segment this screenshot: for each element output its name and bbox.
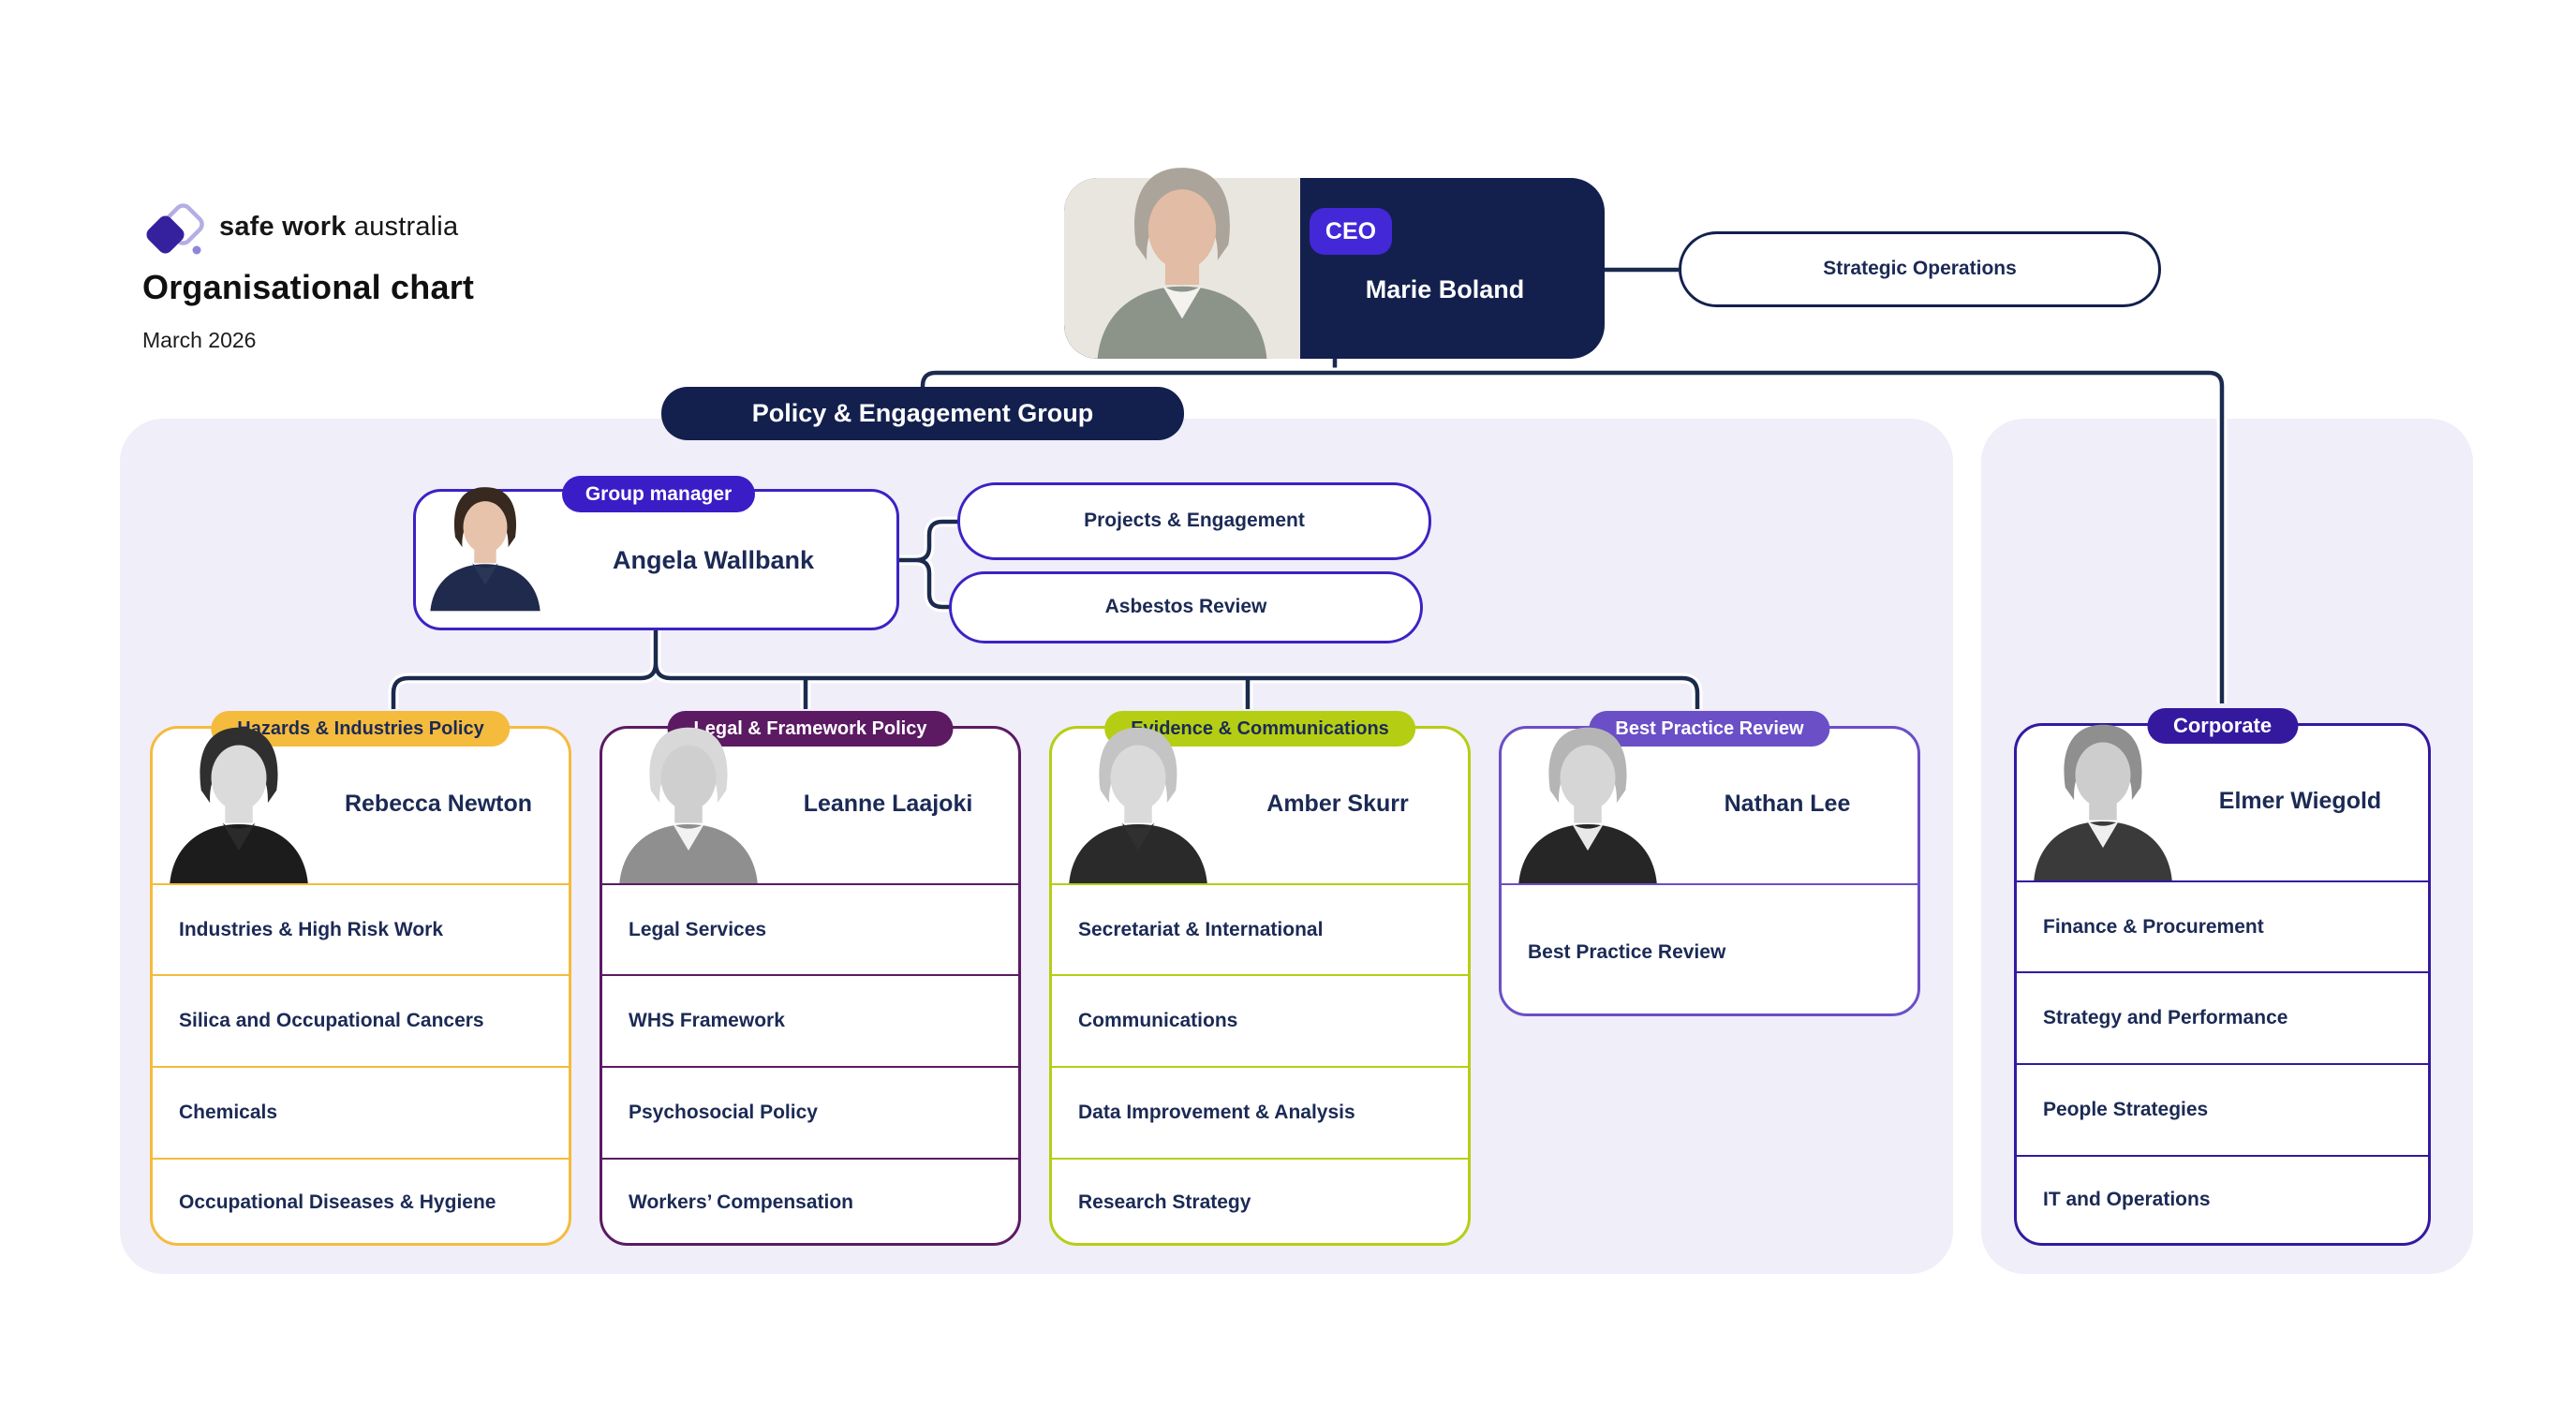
branch-lead-name: Elmer Wiegold [2218,788,2382,814]
team-label: Data Improvement & Analysis [1078,1102,1355,1123]
branch-lead-photo [2022,715,2184,880]
branch-card-corporate: Corporate Elmer Wiegold Finance & Procur… [2014,708,2431,1246]
branch-lead-name: Rebecca Newton [344,791,533,817]
avatar-nathan-lee [1507,717,1668,883]
team-row: Secretariat & International [1052,883,1468,974]
team-label: Occupational Diseases & Hygiene [179,1191,496,1213]
branch-lead-photo [1507,717,1668,883]
team-row: Legal Services [602,883,1018,974]
page-date: March 2026 [142,328,257,352]
ceo-name: Marie Boland [1365,275,1525,303]
team-row: Best Practice Review [1502,883,1917,1019]
team-label: People Strategies [2043,1099,2209,1120]
team-label: Secretariat & International [1078,918,1324,940]
avatar-elmer-wiegold [2022,715,2184,880]
branch-card-legal-framework-policy: Legal & Framework Policy Leanne Laajoki … [600,711,1021,1246]
team-row: WHS Framework [602,974,1018,1066]
group-manager-card: Group manager Angela Wallbank [413,476,899,630]
branch-lead-name: Leanne Laajoki [803,791,973,817]
team-row: Chemicals [153,1066,569,1158]
avatar-amber-skurr [1058,717,1219,883]
branch-label: Best Practice Review [1589,711,1830,747]
group-manager-photo [425,460,545,630]
team-label: Legal Services [629,918,767,940]
branch-card-hazards-industries-policy: Hazards & Industries Policy Rebecca Newt… [150,711,571,1246]
team-label: Research Strategy [1078,1191,1251,1213]
ceo-photo [1064,155,1300,359]
team-label: IT and Operations [2043,1189,2211,1210]
brand-light: australia [353,212,459,242]
team-label: Silica and Occupational Cancers [179,1010,484,1031]
branch-lead-photo [608,717,769,883]
team-label: Industries & High Risk Work [179,918,443,940]
safe-work-australia-logo [146,203,204,255]
team-row: People Strategies [2017,1063,2428,1155]
branch-lead-name: Nathan Lee [1724,791,1851,817]
team-label: Strategy and Performance [2043,1007,2288,1028]
team-row: Data Improvement & Analysis [1052,1066,1468,1158]
branch-card-best-practice-review: Best Practice Review Nathan Lee Best Pra… [1499,711,1920,1019]
team-label: WHS Framework [629,1010,785,1031]
unit-pill-asbestos-review: Asbestos Review [949,571,1423,643]
brand-bold: safe work [219,212,347,242]
team-row: Strategy and Performance [2017,971,2428,1063]
team-label: Psychosocial Policy [629,1102,818,1123]
avatar-rebecca-newton [158,717,319,883]
branch-card-evidence-communications: Evidence & Communications Amber Skurr Se… [1049,711,1471,1246]
team-label: Chemicals [179,1102,278,1123]
team-row: Industries & High Risk Work [153,883,569,974]
branch-lead-name: Amber Skurr [1266,791,1409,817]
avatar-marie-boland [1064,155,1300,359]
avatar-angela-wallbank [425,460,545,630]
branch-lead-photo [1058,717,1219,883]
team-row: Research Strategy [1052,1158,1468,1246]
policy-engagement-group-banner: Policy & Engagement Group [661,387,1184,440]
unit-pill-projects-engagement: Projects & Engagement [957,482,1431,560]
group-manager-badge: Group manager [562,476,755,512]
team-label: Workers’ Compensation [629,1191,854,1213]
team-label: Best Practice Review [1528,940,1726,963]
branch-lead-photo [158,717,319,883]
team-label: Communications [1078,1010,1238,1031]
branch-label: Corporate [2146,708,2299,744]
ceo-badge: CEO [1310,208,1392,255]
group-manager-name: Angela Wallbank [612,546,815,574]
team-row: IT and Operations [2017,1155,2428,1243]
strategic-operations-pill: Strategic Operations [1679,231,2161,307]
team-row: Psychosocial Policy [602,1066,1018,1158]
team-row: Finance & Procurement [2017,880,2428,971]
team-row: Workers’ Compensation [602,1158,1018,1246]
brand-wordmark: safe work australia [219,212,458,243]
team-row: Silica and Occupational Cancers [153,974,569,1066]
team-row: Occupational Diseases & Hygiene [153,1158,569,1246]
avatar-leanne-laajoki [608,717,769,883]
page-title: Organisational chart [142,268,475,306]
team-label: Finance & Procurement [2043,915,2264,938]
ceo-card: CEO Marie Boland [1064,178,1605,359]
team-row: Communications [1052,974,1468,1066]
